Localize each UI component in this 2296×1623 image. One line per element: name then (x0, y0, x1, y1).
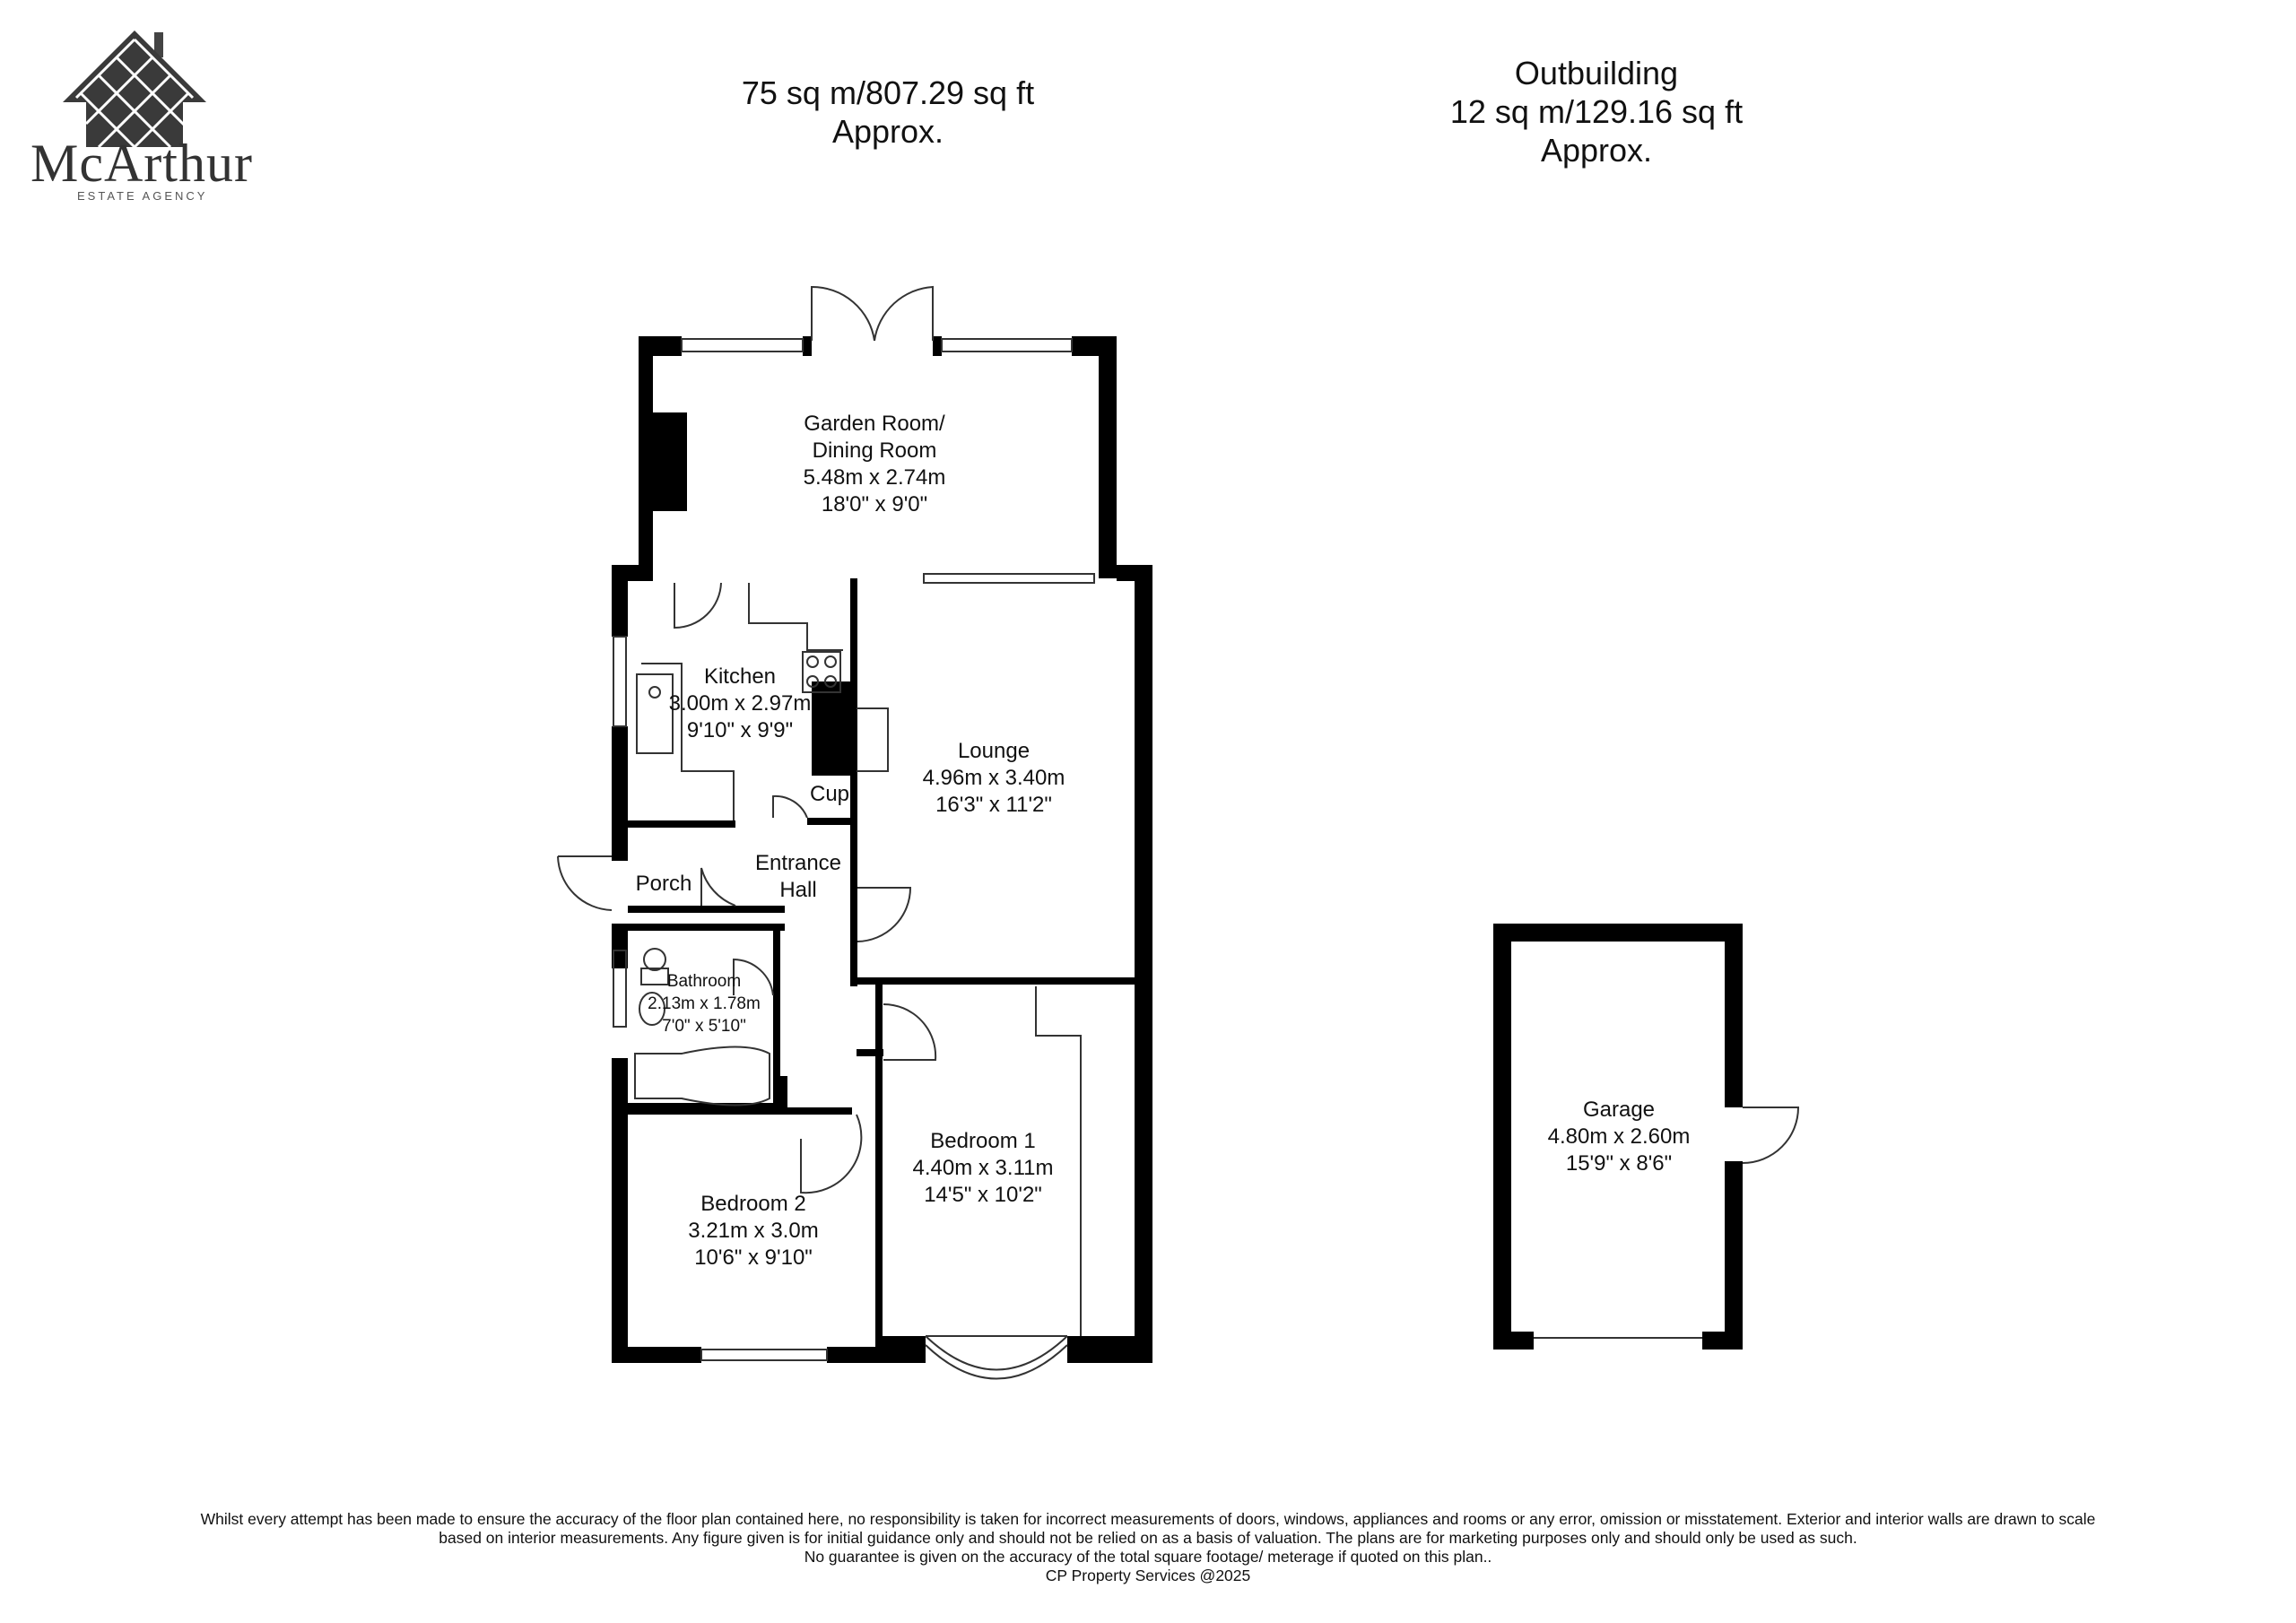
room-labels: Garden Room/ Dining Room 5.48m x 2.74m 1… (636, 412, 1691, 1270)
kitchen-imperial: 9'10" x 9'9" (687, 718, 793, 742)
bath-icon (634, 1046, 770, 1107)
garage-name: Garage (1583, 1098, 1655, 1122)
disclaimer-line-2: based on interior measurements. Any figu… (439, 1529, 1857, 1547)
garage-walls (1493, 924, 1743, 1350)
main-area-summary: 75 sq m/807.29 sq ft Approx. (655, 74, 1121, 151)
bathroom-metric: 2.13m x 1.78m (648, 994, 761, 1013)
window-bathroom (613, 950, 627, 1028)
garage-imperial: 15'9" x 8'6" (1566, 1151, 1672, 1176)
cupboard-name: Cup (810, 782, 849, 806)
bedroom1-metric: 4.40m x 3.11m (913, 1156, 1054, 1180)
kitchen-metric: 3.00m x 2.97m (669, 691, 812, 716)
garden-room-metric: 5.48m x 2.74m (804, 465, 946, 490)
lounge-name: Lounge (958, 739, 1030, 763)
disclaimer-line-3: No guarantee is given on the accuracy of… (804, 1548, 1492, 1566)
disclaimer: Whilst every attempt has been made to en… (90, 1510, 2206, 1585)
hob-icon (802, 651, 841, 693)
main-area-approx: Approx. (831, 113, 944, 150)
fittings (557, 285, 1095, 1380)
bathroom-imperial: 7'0" x 5'10" (662, 1017, 746, 1036)
brand-logo (27, 22, 242, 210)
garden-room-imperial: 18'0" x 9'0" (822, 492, 927, 516)
outbuilding-area-approx: Approx. (1540, 132, 1653, 169)
lounge-metric: 4.96m x 3.40m (923, 766, 1065, 790)
garage-metric: 4.80m x 2.60m (1548, 1124, 1691, 1149)
lounge-imperial: 16'3" x 11'2" (935, 793, 1052, 817)
bedroom2-imperial: 10'6" x 9'10" (694, 1245, 813, 1270)
disclaimer-line-1: Whilst every attempt has been made to en… (200, 1510, 2096, 1528)
bedroom2-metric: 3.21m x 3.0m (688, 1219, 818, 1243)
french-door-right (874, 285, 934, 342)
toilet-icon (643, 948, 666, 971)
window-lounge-top (923, 573, 1095, 584)
garden-room-name-2: Dining Room (813, 438, 937, 463)
porch-name: Porch (636, 872, 692, 896)
garage-fittings (1534, 1107, 1800, 1339)
disclaimer-credit: CP Property Services @2025 (1045, 1567, 1251, 1584)
logo-house-icon (63, 30, 206, 149)
outbuilding-area-size: 12 sq m/129.16 sq ft (1449, 93, 1744, 130)
bedroom2-name: Bedroom 2 (700, 1192, 805, 1216)
brand-tagline: ESTATE AGENCY (77, 189, 208, 203)
bathroom-name: Bathroom (667, 972, 741, 991)
french-door-left (811, 285, 875, 342)
bedroom1-imperial: 14'5" x 10'2" (924, 1183, 1042, 1207)
bedroom1-name: Bedroom 1 (930, 1129, 1035, 1153)
window-bedroom2 (700, 1349, 828, 1361)
basin-icon (639, 992, 665, 1026)
window-garden-right (941, 338, 1073, 352)
interior-walls (628, 578, 1137, 1352)
kitchen-name: Kitchen (704, 664, 776, 689)
exterior-walls (612, 336, 1152, 1363)
window-garden-left (681, 338, 804, 352)
sink-icon (636, 673, 674, 754)
entrance-hall-name-1: Entrance (755, 851, 841, 875)
window-kitchen (613, 636, 627, 727)
entrance-hall-name-2: Hall (779, 878, 816, 902)
brand-name: McArthur (30, 134, 253, 193)
main-area-size: 75 sq m/807.29 sq ft (741, 74, 1035, 111)
outbuilding-title: Outbuilding (1514, 55, 1679, 91)
garden-room-name-1: Garden Room/ (804, 412, 945, 436)
outbuilding-area-summary: Outbuilding 12 sq m/129.16 sq ft Approx. (1363, 54, 1830, 169)
